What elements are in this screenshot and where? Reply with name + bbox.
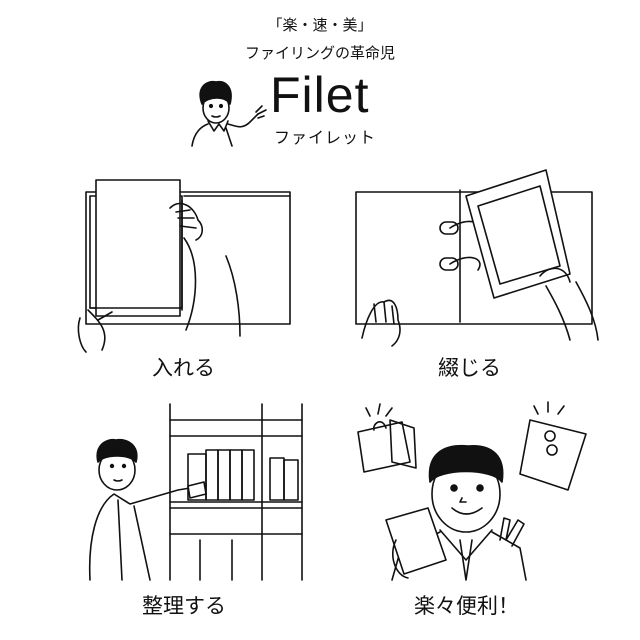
caption-convenient: 楽々便利！ bbox=[414, 594, 519, 618]
tagline: 「楽・速・美」 bbox=[267, 16, 373, 34]
brand-reading: ファイレット bbox=[274, 128, 377, 147]
subtitle: ファイリングの革命児 bbox=[244, 44, 395, 62]
caption-bind: 綴じる bbox=[438, 356, 501, 380]
caption-organize: 整理する bbox=[142, 594, 226, 618]
ring-binder-illustration bbox=[355, 169, 599, 347]
caption-insert: 入れる bbox=[152, 356, 215, 380]
brand-title: Filet bbox=[270, 67, 370, 123]
mascot-pointing-illustration bbox=[191, 80, 267, 147]
bookshelf-illustration bbox=[88, 403, 303, 581]
folder-insert-illustration bbox=[77, 179, 291, 353]
happy-man-with-folder-illustration bbox=[357, 401, 587, 581]
